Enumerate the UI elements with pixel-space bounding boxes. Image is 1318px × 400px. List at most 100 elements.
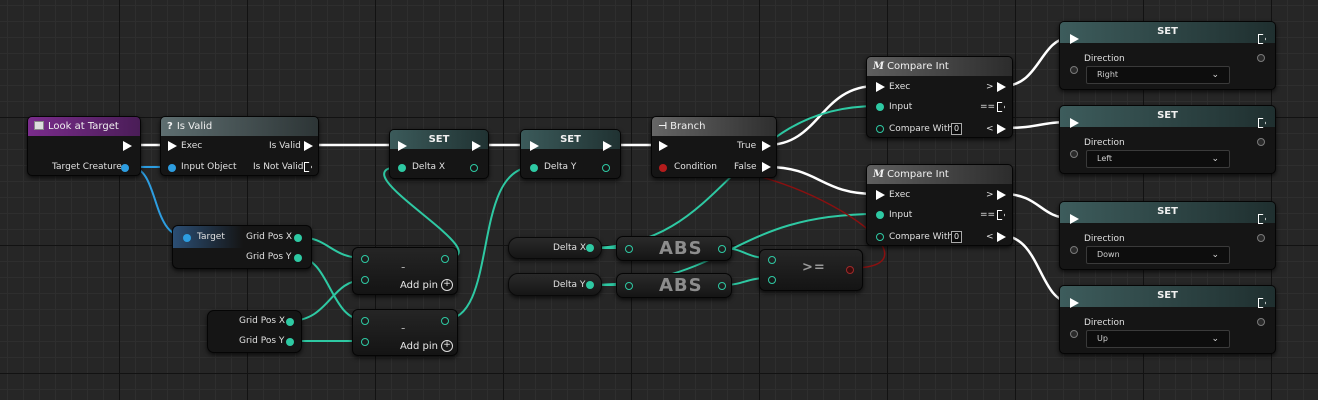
delta-x-getter[interactable]: Delta X <box>508 237 602 259</box>
exec-in-pin[interactable] <box>876 190 885 200</box>
direction-dropdown[interactable]: Down⌄ <box>1086 246 1230 264</box>
target-in-pin[interactable] <box>183 234 191 242</box>
eq-out-pin[interactable] <box>997 210 1005 220</box>
lt-out-pin[interactable] <box>997 124 1006 134</box>
abs-out-pin[interactable] <box>718 245 726 253</box>
abs-in-pin[interactable] <box>625 282 633 290</box>
abs-in-pin[interactable] <box>625 245 633 253</box>
exec-in-pin[interactable] <box>876 82 885 92</box>
is-valid-out-pin[interactable] <box>304 141 313 151</box>
grid-pos-y-out-pin[interactable] <box>286 338 294 346</box>
gt-out-pin[interactable] <box>997 190 1006 200</box>
direction-dropdown[interactable]: Left⌄ <box>1086 150 1230 168</box>
exec-in-pin[interactable] <box>659 141 668 151</box>
gt-out-pin[interactable] <box>997 82 1006 92</box>
is-valid-node[interactable]: ?Is Valid Exec Input Object Is Valid Is … <box>160 116 319 176</box>
grid-pos-x-out-pin[interactable] <box>286 318 294 326</box>
exec-in-pin[interactable] <box>1070 214 1079 224</box>
false-out-pin[interactable] <box>762 162 771 172</box>
macro-icon: M <box>873 61 885 72</box>
subtract-node-2[interactable]: - Add pin+ <box>352 309 458 356</box>
eq-out-pin[interactable] <box>997 102 1005 112</box>
true-out-pin[interactable] <box>762 141 771 151</box>
result-out-pin[interactable] <box>846 266 854 274</box>
exec-in-pin[interactable] <box>530 141 539 151</box>
branch-node[interactable]: ⊣Branch Condition True False <box>651 116 777 178</box>
chevron-down-icon: ⌄ <box>1211 154 1219 164</box>
exec-in-pin[interactable] <box>168 141 177 151</box>
delta-y-out-pin[interactable] <box>602 164 610 172</box>
abs-node-1[interactable]: ABS <box>616 236 732 261</box>
a-in-pin[interactable] <box>361 255 369 263</box>
delta-x-out-pin[interactable] <box>586 244 594 252</box>
node-title: Is Valid <box>176 121 213 132</box>
compare-with-field[interactable]: 0 <box>951 231 962 243</box>
direction-in-pin[interactable] <box>1070 66 1078 74</box>
abs-node-2[interactable]: ABS <box>616 273 732 298</box>
set-direction-left-node[interactable]: SET Direction Left⌄ <box>1059 105 1276 174</box>
exec-in-pin[interactable] <box>1070 118 1079 128</box>
exec-in-pin[interactable] <box>1070 298 1079 308</box>
compare-with-pin[interactable] <box>876 233 884 241</box>
direction-in-pin[interactable] <box>1070 150 1078 158</box>
lt-out-pin[interactable] <box>997 232 1006 242</box>
exec-out-pin[interactable] <box>603 141 612 151</box>
exec-out-pin[interactable] <box>1258 298 1266 308</box>
abs-out-pin[interactable] <box>718 282 726 290</box>
delta-y-out-pin[interactable] <box>586 281 594 289</box>
grid-pos-x-out-pin[interactable] <box>294 234 302 242</box>
add-pin-button[interactable]: Add pin+ <box>400 279 454 291</box>
delta-y-getter[interactable]: Delta Y <box>508 273 602 296</box>
self-grid-pos-node[interactable]: Grid Pos X Grid Pos Y <box>207 310 302 353</box>
b-in-pin[interactable] <box>361 276 369 284</box>
input-pin[interactable] <box>876 211 884 219</box>
delta-x-in-pin[interactable] <box>398 164 406 172</box>
is-not-valid-out-pin[interactable] <box>304 162 312 172</box>
delta-x-out-pin[interactable] <box>470 164 478 172</box>
event-icon <box>34 121 44 130</box>
exec-out-pin[interactable] <box>472 141 481 151</box>
exec-in-pin[interactable] <box>1070 34 1079 44</box>
direction-out-pin[interactable] <box>1257 318 1265 326</box>
set-delta-y-node[interactable]: SET Delta Y <box>520 129 621 179</box>
subtract-op: - <box>401 260 406 274</box>
result-out-pin[interactable] <box>441 255 449 263</box>
direction-out-pin[interactable] <box>1257 138 1265 146</box>
set-delta-x-node[interactable]: SET Delta X <box>389 129 489 179</box>
b-in-pin[interactable] <box>361 338 369 346</box>
exec-out-pin[interactable] <box>123 141 132 151</box>
node-header: ⊣Branch <box>652 117 776 136</box>
target-creature-pin[interactable] <box>121 164 129 172</box>
add-pin-button[interactable]: Add pin+ <box>400 340 454 352</box>
target-grid-pos-node[interactable]: Target Grid Pos X Grid Pos Y <box>172 225 312 269</box>
greater-equal-node[interactable]: >= <box>759 249 863 291</box>
subtract-node-1[interactable]: - Add pin+ <box>352 247 458 295</box>
set-direction-right-node[interactable]: SET Direction Right⌄ <box>1059 21 1276 90</box>
direction-out-pin[interactable] <box>1257 234 1265 242</box>
input-object-pin[interactable] <box>168 164 176 172</box>
result-out-pin[interactable] <box>441 317 449 325</box>
event-node-look-at-target[interactable]: Look at Target Target Creature <box>27 116 141 176</box>
set-direction-up-node[interactable]: SET Direction Up⌄ <box>1059 285 1276 354</box>
set-direction-down-node[interactable]: SET Direction Down⌄ <box>1059 201 1276 270</box>
a-in-pin[interactable] <box>768 256 776 264</box>
a-in-pin[interactable] <box>361 317 369 325</box>
input-pin[interactable] <box>876 103 884 111</box>
compare-with-field[interactable]: 0 <box>951 123 962 135</box>
exec-in-pin[interactable] <box>398 141 407 151</box>
b-in-pin[interactable] <box>768 276 776 284</box>
exec-out-pin[interactable] <box>1258 214 1266 224</box>
direction-dropdown[interactable]: Right⌄ <box>1086 66 1230 84</box>
compare-with-pin[interactable] <box>876 125 884 133</box>
direction-out-pin[interactable] <box>1257 54 1265 62</box>
direction-in-pin[interactable] <box>1070 330 1078 338</box>
exec-out-pin[interactable] <box>1258 34 1266 44</box>
condition-pin[interactable] <box>659 164 667 172</box>
direction-dropdown[interactable]: Up⌄ <box>1086 330 1230 348</box>
exec-out-pin[interactable] <box>1258 118 1266 128</box>
direction-in-pin[interactable] <box>1070 246 1078 254</box>
delta-y-in-pin[interactable] <box>530 164 538 172</box>
grid-pos-y-out-pin[interactable] <box>294 254 302 262</box>
